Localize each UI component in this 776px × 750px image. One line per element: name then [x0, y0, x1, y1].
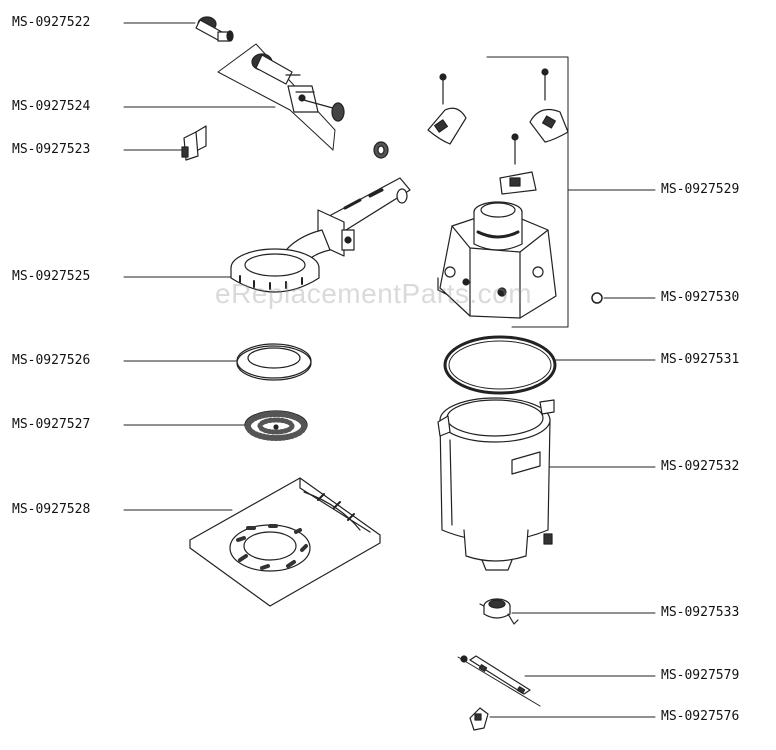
tube-gasket-part [373, 141, 389, 159]
part-label-ms-0927576: MS-0927576 [661, 709, 740, 724]
screw-clamp-parts [427, 68, 569, 195]
brew-head-part [230, 177, 411, 293]
heating-rod-part [457, 655, 541, 707]
switch-clip-part [181, 125, 207, 161]
small-clip-part [469, 707, 489, 731]
part-label-ms-0927527: MS-0927527 [12, 417, 91, 432]
boiler-seal-part [443, 335, 557, 395]
part-label-ms-0927531: MS-0927531 [661, 352, 740, 367]
leader-lines [123, 22, 656, 718]
part-label-ms-0927579: MS-0927579 [661, 668, 740, 683]
part-label-ms-0927526: MS-0927526 [12, 353, 91, 368]
gasket-ring-part [236, 343, 312, 381]
part-label-ms-0927522: MS-0927522 [12, 15, 91, 30]
part-label-ms-0927532: MS-0927532 [661, 459, 740, 474]
valve-knob-part [195, 16, 234, 42]
part-label-ms-0927530: MS-0927530 [661, 290, 740, 305]
group-bracket [486, 56, 569, 328]
part-label-ms-0927528: MS-0927528 [12, 502, 91, 517]
part-label-ms-0927524: MS-0927524 [12, 99, 91, 114]
thermostat-part [479, 598, 519, 625]
part-label-ms-0927525: MS-0927525 [12, 269, 91, 284]
part-label-ms-0927523: MS-0927523 [12, 142, 91, 157]
boiler-top-part [437, 201, 557, 319]
shower-screen-part [244, 410, 308, 441]
drip-tray-part [189, 477, 381, 607]
part-label-ms-0927533: MS-0927533 [661, 605, 740, 620]
part-label-ms-0927529: MS-0927529 [661, 182, 740, 197]
boiler-part [437, 397, 555, 571]
valve-assembly-part [217, 43, 345, 151]
small-o-ring-part [591, 292, 603, 304]
watermark: eReplacementParts.com [215, 278, 533, 309]
